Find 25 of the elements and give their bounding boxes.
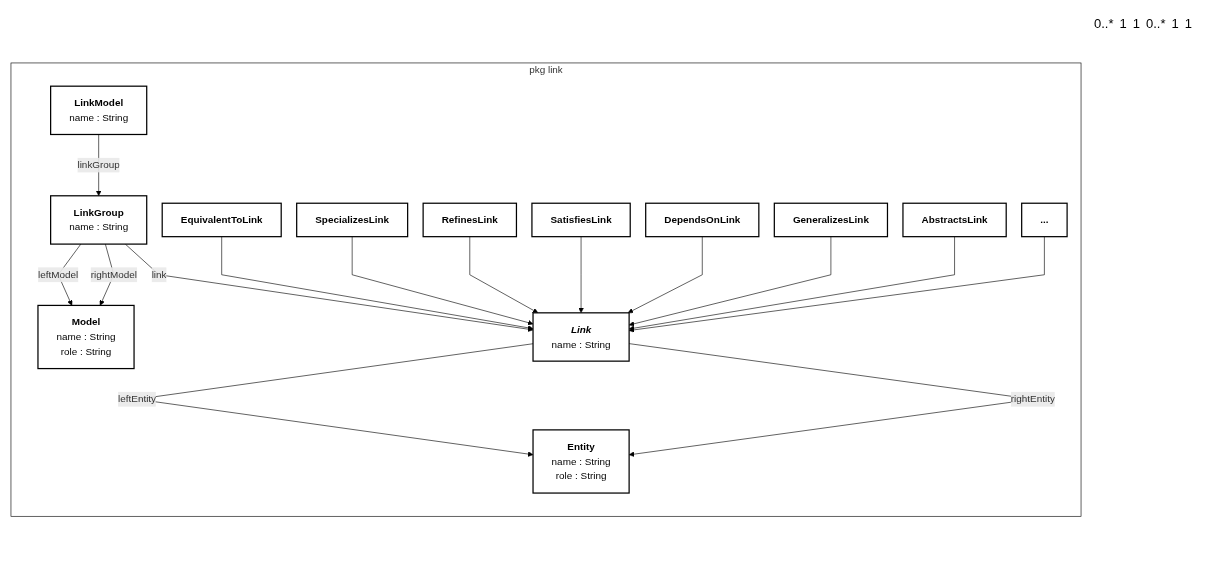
node-box: AbstractsLink bbox=[902, 203, 1007, 238]
multiplicity-label: 1 bbox=[1119, 16, 1127, 31]
edge-label: link bbox=[151, 269, 167, 281]
edge-label: rightEntity bbox=[1010, 394, 1055, 405]
edge-label: linkGroup bbox=[77, 159, 120, 171]
node-box: ... bbox=[1021, 203, 1068, 238]
node-box: GeneralizesLink bbox=[773, 203, 889, 238]
node-box: Link name : String bbox=[532, 312, 630, 363]
node-box: Model name : String role : String bbox=[37, 305, 135, 370]
node-box: RefinesLink bbox=[422, 203, 518, 238]
node-box: Entity name : String role : String bbox=[532, 429, 630, 495]
multiplicity-label: 1 bbox=[1171, 16, 1179, 31]
node-box: LinkGroup name : String bbox=[50, 195, 148, 246]
multiplicity-label: 0..* bbox=[1094, 16, 1114, 31]
multiplicity-label: 1 bbox=[1184, 16, 1192, 31]
edge-label: leftEntity bbox=[118, 394, 157, 405]
multiplicity-label: 0..* bbox=[1146, 16, 1166, 31]
multiplicity-label: 1 bbox=[1132, 16, 1140, 31]
node-box: SpecializesLink bbox=[296, 203, 409, 238]
node-box: EquivalentToLink bbox=[161, 203, 282, 238]
node-box: LinkModel name : String bbox=[50, 85, 148, 136]
edge-label: leftModel bbox=[38, 269, 79, 281]
edge-label: rightModel bbox=[90, 269, 137, 281]
node-box: DependsOnLink bbox=[645, 203, 760, 238]
node-box: SatisfiesLink bbox=[531, 203, 631, 238]
